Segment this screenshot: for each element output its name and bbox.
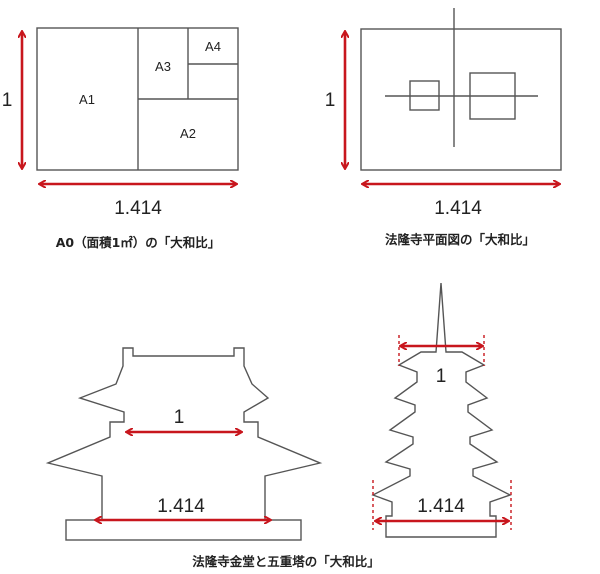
kondo-base-label: 1.414: [157, 496, 205, 517]
a1-label: A1: [79, 92, 95, 107]
bottom-caption: 法隆寺金堂と五重塔の「大和比」: [192, 554, 380, 569]
a3-label: A3: [155, 59, 171, 74]
pagoda-outline: [371, 282, 512, 538]
plan-outline: [360, 28, 562, 171]
kondo-base: [65, 519, 302, 541]
a0-paper-panel: A1 A2 A3 A4 1 1.414 A0（面積1㎡）の「大和比」: [2, 27, 239, 250]
a2-label: A2: [180, 126, 196, 141]
plan-caption: 法隆寺平面図の「大和比」: [385, 232, 535, 247]
a0-height-label: 1: [2, 90, 13, 111]
kondo-elevation-panel: 1 1.414: [45, 347, 323, 541]
kondo-upper-label: 1: [174, 407, 185, 428]
a4-label: A4: [205, 39, 221, 54]
a0-caption: A0（面積1㎡）の「大和比」: [56, 235, 221, 250]
a0-width-label: 1.414: [114, 198, 162, 219]
plan-width-label: 1.414: [434, 198, 482, 219]
horyuji-plan-panel: 1 1.414 法隆寺平面図の「大和比」: [325, 8, 562, 247]
pagoda-elevation-panel: 1 1.414: [371, 282, 512, 538]
pagoda-base-label: 1.414: [417, 496, 465, 517]
pagoda-footprint: [409, 80, 440, 111]
pagoda-top-label: 1: [436, 366, 447, 387]
kondo-outline: [45, 347, 323, 521]
plan-height-label: 1: [325, 90, 336, 111]
kondo-footprint: [469, 72, 516, 120]
